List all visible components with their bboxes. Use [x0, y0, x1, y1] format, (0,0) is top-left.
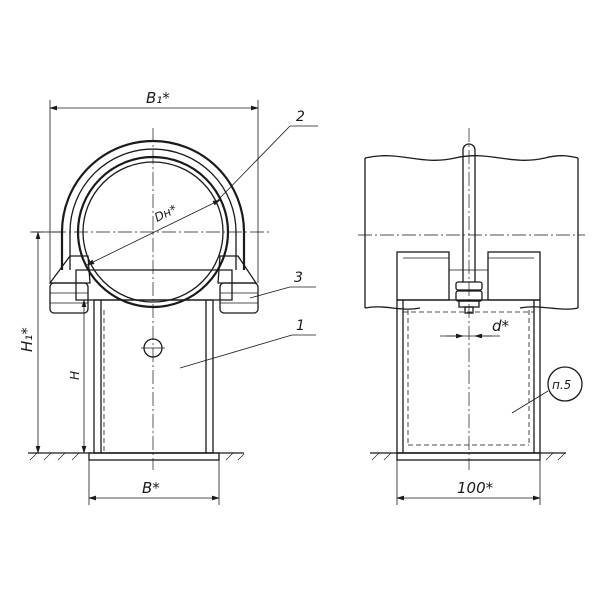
side-view: d* 100* п.5 [358, 128, 585, 505]
front-view: Dн* B₁* B* H₁* H 2 3 1 [18, 89, 318, 505]
d-label: d* [492, 317, 510, 335]
pipe-break-top [364, 155, 579, 161]
callout-1-leader [179, 334, 293, 369]
callout-2-label: 2 [296, 109, 305, 125]
note-ref-label: п.5 [552, 378, 571, 392]
saddle-plate [75, 269, 233, 301]
ground-hatch-right [371, 452, 566, 461]
pipe-break-bottom [364, 306, 421, 310]
h1-label: H₁* [18, 327, 36, 352]
callout-3-label: 3 [294, 270, 303, 286]
side-saddle-left [396, 251, 450, 301]
note-ref-leader [511, 390, 549, 414]
callout-1-label: 1 [296, 318, 305, 334]
callout-2-leader [217, 125, 291, 201]
base-plate-right [396, 452, 541, 461]
dn-leader [86, 199, 221, 266]
ground-hatch-left [29, 452, 245, 461]
stand-body [93, 299, 214, 454]
u-bolt-inner [69, 148, 237, 270]
callout-3-leader [249, 286, 291, 299]
nut-right [219, 282, 259, 314]
side-stand-body [396, 299, 541, 454]
nut-left [49, 282, 89, 314]
side-saddle-right [487, 251, 541, 301]
note-ref-circle [547, 366, 583, 402]
b1-label: B₁* [146, 89, 170, 107]
dn-label: Dн* [152, 202, 179, 225]
w100-label: 100* [457, 479, 494, 497]
base-plate-left [88, 452, 220, 461]
u-bolt-leg [462, 143, 476, 282]
b-label: B* [142, 479, 160, 497]
h-label: H [68, 371, 82, 380]
